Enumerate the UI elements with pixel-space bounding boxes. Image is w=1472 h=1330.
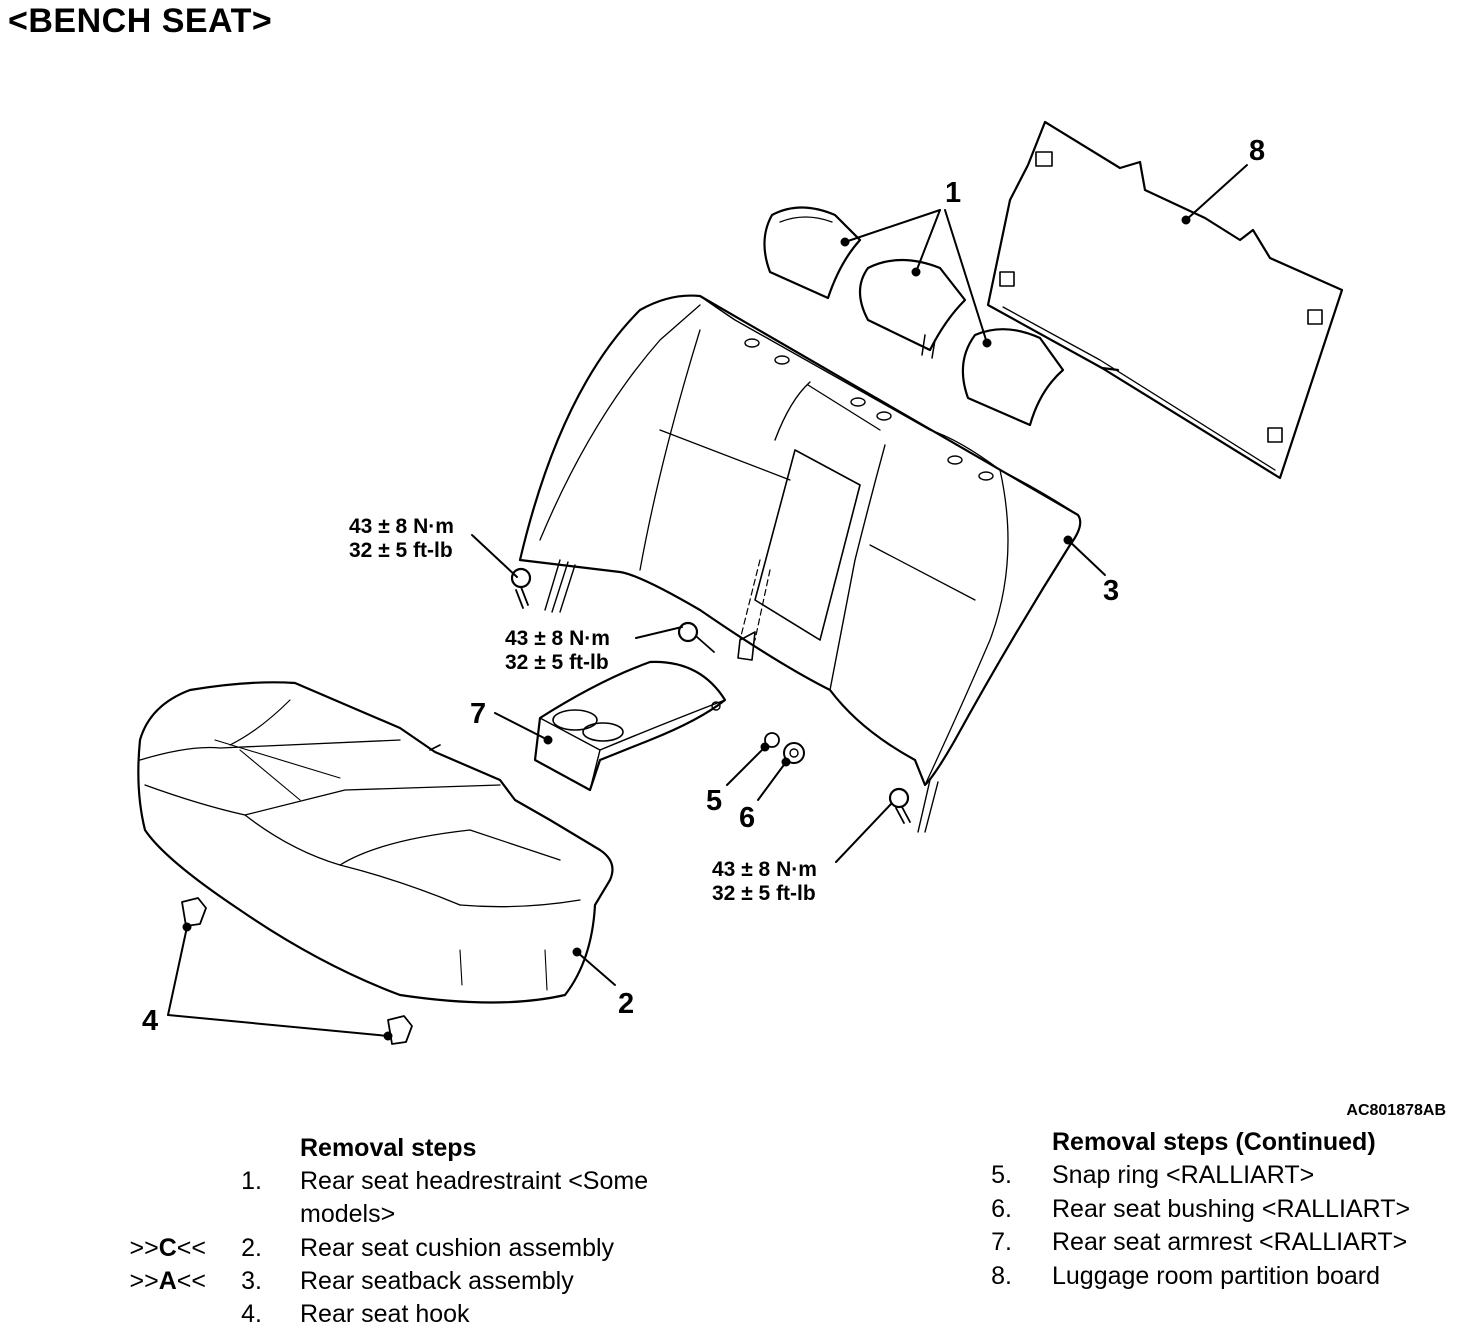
step-label: Rear seat bushing <RALLIART> bbox=[1052, 1195, 1411, 1223]
torque-spec-a-metric: 43 ± 8 N·m bbox=[349, 515, 454, 538]
step-label: Rear seat hook bbox=[300, 1300, 470, 1328]
step-label-continued: models> bbox=[300, 1200, 396, 1228]
figure-code: AC801878AB bbox=[1346, 1102, 1446, 1119]
callout-2: 2 bbox=[618, 988, 634, 1020]
step-label: Rear seatback assembly bbox=[300, 1267, 574, 1295]
step-label: Rear seat armrest <RALLIART> bbox=[1052, 1228, 1408, 1256]
torque-spec-b-metric: 43 ± 8 N·m bbox=[505, 627, 610, 650]
callout-6: 6 bbox=[739, 802, 755, 834]
step-number: 1. bbox=[241, 1167, 262, 1195]
callout-5: 5 bbox=[706, 785, 722, 817]
bench-seat-exploded-diagram: 1 8 3 7 5 6 2 4 43 ± 8 N·m 32 ± 5 ft-lb … bbox=[137, 120, 1344, 1045]
step-label: Luggage room partition board bbox=[1052, 1262, 1381, 1290]
bolts-drawing bbox=[510, 567, 911, 824]
seat-cushion-drawing bbox=[137, 681, 614, 1004]
step-number: 2. bbox=[241, 1234, 262, 1262]
step-number: 3. bbox=[241, 1267, 262, 1295]
page-title: <BENCH SEAT> bbox=[8, 2, 273, 40]
partition-board-drawing bbox=[986, 120, 1344, 480]
callout-7: 7 bbox=[470, 698, 486, 730]
service-reference: >>C<< bbox=[129, 1234, 206, 1262]
seatback-drawing bbox=[518, 294, 1082, 833]
step-label: Rear seat cushion assembly bbox=[300, 1234, 615, 1262]
step-number: 4. bbox=[241, 1300, 262, 1328]
torque-spec-a-imperial: 32 ± 5 ft-lb bbox=[349, 539, 453, 562]
torque-spec-c-imperial: 32 ± 5 ft-lb bbox=[712, 882, 816, 905]
step-number: 6. bbox=[991, 1195, 1012, 1223]
removal-steps-continued-title: Removal steps (Continued) bbox=[1052, 1128, 1376, 1156]
step-label: Snap ring <RALLIART> bbox=[1052, 1161, 1315, 1189]
removal-steps-title: Removal steps bbox=[300, 1134, 477, 1162]
armrest-drawing bbox=[533, 660, 727, 792]
callout-8: 8 bbox=[1249, 135, 1265, 167]
step-number: 7. bbox=[991, 1228, 1012, 1256]
torque-spec-c-metric: 43 ± 8 N·m bbox=[712, 858, 817, 881]
service-reference: >>A<< bbox=[129, 1267, 206, 1295]
step-label: Rear seat headrestraint <Some bbox=[300, 1167, 649, 1195]
step-number: 5. bbox=[991, 1161, 1012, 1189]
torque-spec-b-imperial: 32 ± 5 ft-lb bbox=[505, 651, 609, 674]
leader-lines bbox=[167, 164, 1248, 1041]
step-number: 8. bbox=[991, 1262, 1012, 1290]
seat-hooks-drawing bbox=[181, 897, 413, 1045]
snap-ring-and-bushing-drawing bbox=[764, 732, 805, 764]
callout-4: 4 bbox=[142, 1005, 158, 1037]
callout-1: 1 bbox=[945, 177, 961, 209]
headrestraints-drawing bbox=[763, 206, 1065, 427]
callout-3: 3 bbox=[1103, 575, 1119, 607]
